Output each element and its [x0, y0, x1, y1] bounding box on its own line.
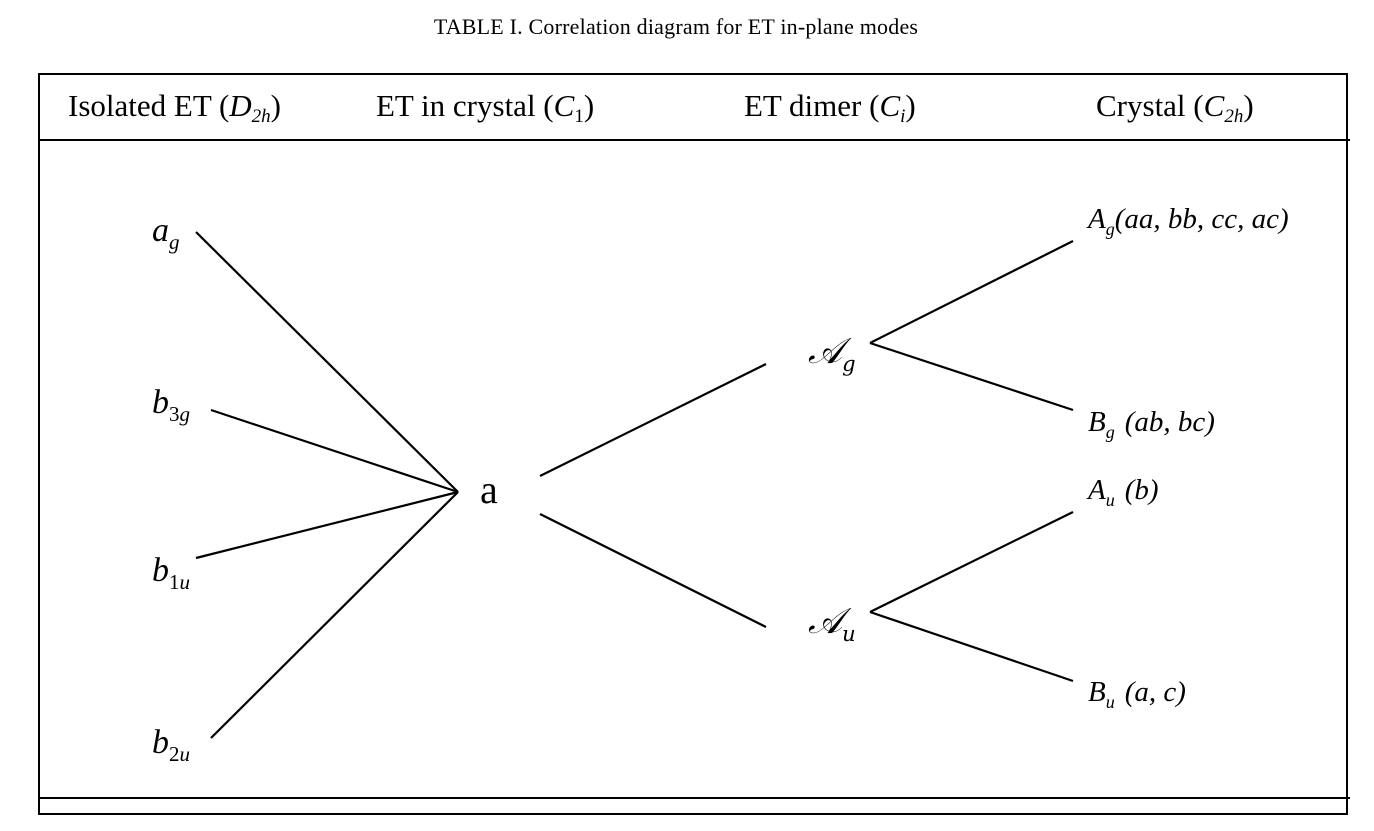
- line-dimer-g-to-Bg: [869, 341, 1074, 412]
- mode-b3g: b3g: [152, 384, 190, 426]
- column-header-isolated: Isolated ET (D2h): [68, 88, 281, 127]
- line-dimer-u-to-Au: [869, 511, 1074, 613]
- mode-a: a: [480, 467, 498, 512]
- line-dimer-g-to-Ag: [869, 240, 1074, 344]
- table-caption: TABLE I. Correlation diagram for ET in-p…: [433, 14, 919, 39]
- mode-b2u: b2u: [152, 724, 190, 766]
- column-header-in-crystal: ET in crystal (C1): [376, 88, 595, 127]
- line-dimer-u-to-Bu: [869, 610, 1074, 683]
- line-ag-to-a: [195, 231, 459, 493]
- line-a-to-dimer-g: [539, 363, 767, 477]
- mode-Bu: Bu(a, c): [1088, 676, 1186, 712]
- mode-b1u: b1u: [152, 552, 190, 594]
- line-b3g-to-a: [210, 408, 459, 494]
- header-rule: [38, 139, 1350, 141]
- line-b1u-to-a: [195, 490, 459, 560]
- column-header-crystal: Crystal (C2h): [1096, 88, 1254, 127]
- column-header-dimer: ET dimer (Ci): [744, 88, 916, 127]
- line-a-to-dimer-u: [539, 513, 767, 628]
- mode-ag: ag: [152, 212, 180, 254]
- mode-Bg: Bg(ab, bc): [1088, 406, 1215, 442]
- line-b2u-to-a: [210, 491, 459, 739]
- mode-Au: Au(b): [1088, 474, 1159, 510]
- mode-dimer-u: 𝒜u: [808, 601, 856, 646]
- bottom-rule: [38, 797, 1350, 799]
- mode-Ag: Ag(aa, bb, cc, ac): [1088, 203, 1289, 239]
- mode-dimer-g: 𝒜g: [808, 331, 856, 376]
- table-frame: [38, 73, 1348, 815]
